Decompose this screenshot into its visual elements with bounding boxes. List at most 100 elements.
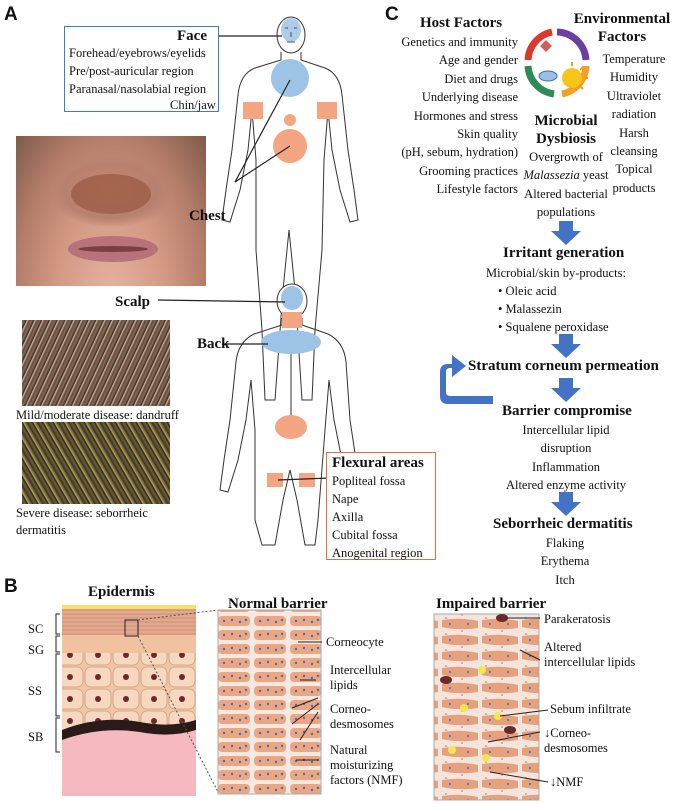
flexural-box [326,452,436,560]
flexural-item: Popliteal fossa [332,474,406,488]
dysbiosis-line: Altered bacterial [524,186,608,201]
face-title: Face [177,28,207,44]
permeation-title: Stratum corneum permeation [468,358,659,374]
impaired-label: Parakeratosis [544,612,611,626]
severe-caption: dermatitis [16,523,66,537]
env-item: Temperature [602,52,666,66]
layer-label: SB [28,730,44,744]
env-item: Harsh [619,125,649,140]
seb-derm-item: Erythema [540,554,590,569]
normal-barrier-title: Normal barrier [228,596,328,612]
face-item: Pre/post-auricular region [69,64,194,78]
anogenital-highlight [275,415,307,439]
scalp-highlight [281,286,303,310]
env-item: cleansing [610,144,658,159]
face-item: Forehead/eyebrows/eyelids [69,46,206,60]
left-axilla-highlight [243,102,263,119]
body-diagram [157,16,361,546]
host-item: (pH, sebum, hydration) [401,145,518,160]
dysbiosis-title: Dysbiosis [535,131,597,147]
dysbiosis-line: Overgrowth of [529,150,603,164]
face-box [64,26,219,112]
scalp-label: Scalp [115,294,151,310]
barrier-item: Inflammation [531,459,601,474]
env-title: Factors [597,29,647,45]
face-item: Chin/jaw [170,98,216,112]
irritant-bullet: • Malassezin [498,302,562,316]
irritant-bullet: • Oleic acid [498,284,557,298]
chest-highlight [271,59,309,97]
seb-derm-title: Seborrheic dermatitis [493,516,633,532]
normal-label: Intercellular [330,663,392,677]
face-photo [16,136,206,286]
impaired-label: ↓NMF [550,775,584,789]
layer-label: SG [28,643,44,657]
barrier-item: disruption [540,441,592,456]
flexural-item: Axilla [332,510,364,524]
severe-caption: Severe disease: seborrheic [16,506,148,520]
barrier-title: Barrier compromise [502,403,632,419]
seb-derm-item: Itch [555,572,575,587]
layer-label: SS [28,684,42,698]
host-item: Hormones and stress [413,108,518,123]
env-item: radiation [611,107,657,122]
barrier-list: Intercellular lipid disruption Inflammat… [480,421,652,495]
seb-derm-item: Flaking [545,536,585,550]
layer-label: SC [28,622,44,636]
impaired-label: ↓Corneo- [544,726,592,740]
seborrheic-photo [22,422,170,504]
host-item: Underlying disease [421,90,518,105]
face-item: Paranasal/nasolabial region [69,82,207,96]
seb-derm-list: Flaking Erythema Itch [520,534,610,589]
host-item: Diet and drugs [444,71,518,86]
impaired-label: Altered [544,640,582,654]
normal-label: Corneocyte [326,635,384,649]
panel-letter-a: A [4,4,18,25]
barrier-item: Intercellular lipid [522,423,610,437]
dysbiosis-title: Microbial [534,113,598,129]
right-axilla-highlight [317,102,337,119]
left-popliteal-highlight [267,473,283,487]
irritant-title: Irritant generation [503,245,625,261]
flexural-item: Nape [332,492,359,506]
host-item: Genetics and immunity [401,35,518,49]
panel-letter-b: B [4,576,18,597]
normal-label: Corneo- [330,702,371,716]
impaired-label: Sebum infiltrate [550,702,631,716]
impaired-label: desmosomes [544,741,608,755]
navel-highlight [284,114,296,126]
microbial-cycle-icon [524,28,590,98]
flexural-item: Anogenital region [332,546,423,560]
nape-highlight [282,312,302,328]
impaired-barrier-title: Impaired barrier [436,596,547,612]
mild-caption: Mild/moderate disease: dandruff [16,408,179,422]
impaired-label: intercellular lipids [544,655,636,669]
irritant-sub: Microbial/skin by-products: [486,266,626,280]
flexural-title: Flexural areas [332,455,424,471]
layer-brackets [55,613,60,753]
host-item: Grooming practices [419,163,518,178]
env-item: Humidity [610,70,658,85]
dysbiosis-line: populations [536,205,596,220]
env-item: products [612,180,656,195]
back-highlight [261,330,321,354]
irritant-bullet: • Squalene peroxidase [498,320,609,334]
flexural-item: Cubital fossa [332,528,398,542]
skin-cross-section [62,605,549,801]
host-item: Skin quality [457,127,518,142]
env-list: Temperature Humidity Ultraviolet radiati… [588,50,679,197]
host-item: Age and gender [438,53,518,68]
normal-label: moisturizing [330,758,394,772]
back-label: Back [197,336,230,352]
dysbiosis-block: Microbial Dysbiosis Overgrowth of Malass… [518,112,614,222]
normal-label: desmosomes [330,717,394,731]
epidermis-label: Epidermis [88,584,155,600]
host-item: Lifestyle factors [436,182,518,197]
barrier-item: Altered enzyme activity [505,478,627,493]
env-header: Environmental Factors [568,10,676,46]
malassezia-text: Malassezia [523,168,580,183]
host-list: Genetics and immunity Age and gender Die… [368,33,518,199]
dysbiosis-line: yeast [582,168,609,183]
dandruff-photo [22,320,170,406]
right-popliteal-highlight [299,473,315,487]
